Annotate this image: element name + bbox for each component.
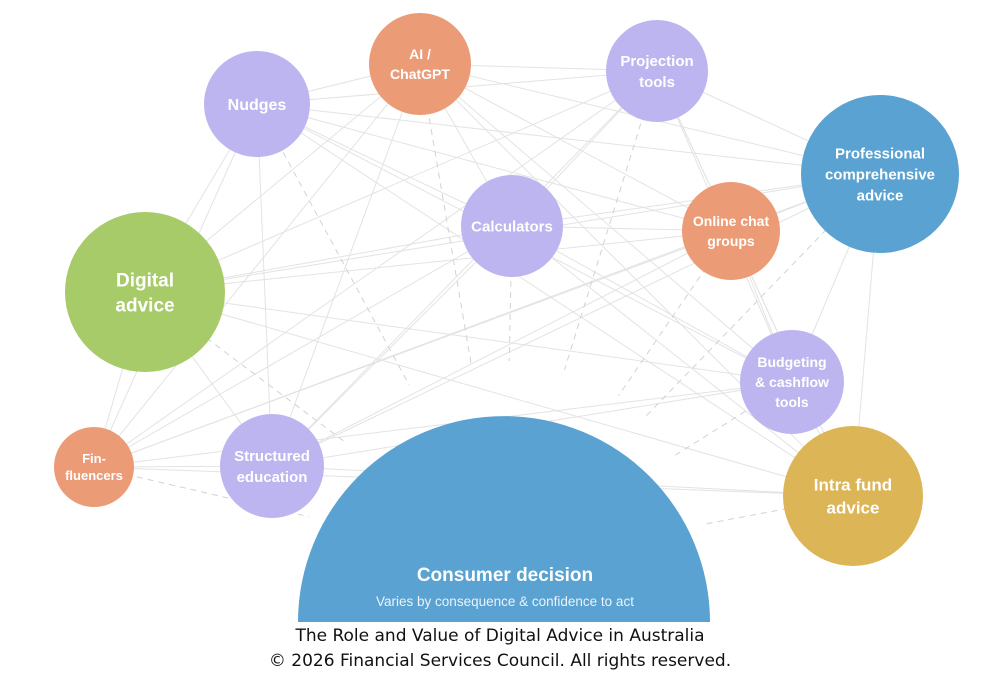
nudges-circle xyxy=(204,51,310,157)
intra-fund-advice-circle xyxy=(783,426,923,566)
intra-fund-advice-label-line-2: advice xyxy=(827,499,880,518)
connector-line-40 xyxy=(511,225,854,497)
node-nudges: Nudges xyxy=(204,51,310,157)
node-ai-chatgpt: AI / ChatGPT xyxy=(369,13,471,115)
consumer-decision-subtitle: Varies by consequence & confidence to ac… xyxy=(376,594,634,609)
professional-comprehensive-advice-circle xyxy=(801,95,959,253)
digital-advice-circle xyxy=(65,212,225,372)
connector-line-49 xyxy=(144,291,854,497)
connector-line-23 xyxy=(144,70,658,293)
footer-title: The Role and Value of Digital Advice in … xyxy=(295,626,705,646)
connector-line-16 xyxy=(419,63,793,383)
node-online-chat-groups: Online chat groups xyxy=(682,182,780,280)
ai-chatgpt-label-line-1: AI / xyxy=(409,46,431,62)
fin-fluencers-label-line-1: Fin- xyxy=(82,451,106,466)
consumer-decision-title: Consumer decision xyxy=(417,565,593,586)
connector-line-9 xyxy=(256,103,273,467)
ai-chatgpt-label-line-2: ChatGPT xyxy=(390,66,450,82)
projection-tools-label-line-2: tools xyxy=(639,74,675,91)
node-calculators: Calculators xyxy=(461,175,563,277)
node-professional-comprehensive-advice: Professional comprehensive advice xyxy=(801,95,959,253)
nudges-label-line-1: Nudges xyxy=(228,97,287,114)
node-budgeting-cashflow-tools: Budgeting & cashflow tools xyxy=(740,330,844,434)
professional-comprehensive-advice-label-line-1: Professional xyxy=(835,145,925,162)
consumer-decision-semicircle xyxy=(298,416,710,622)
structured-education-circle xyxy=(220,414,324,518)
structured-education-label-line-2: education xyxy=(237,469,308,486)
digital-advice-label-line-1: Digital xyxy=(116,270,174,291)
hub-spoke-projection-tools xyxy=(563,70,658,371)
ai-chatgpt-circle xyxy=(369,13,471,115)
consumer-decision-hub: Consumer decision Varies by consequence … xyxy=(298,416,710,622)
online-chat-groups-circle xyxy=(682,182,780,280)
connector-line-10 xyxy=(256,103,854,497)
connector-line-41 xyxy=(144,230,732,293)
professional-comprehensive-advice-label-line-2: comprehensive xyxy=(825,166,935,183)
projection-tools-circle xyxy=(606,20,708,122)
connector-line-17 xyxy=(93,63,421,468)
connector-line-39 xyxy=(271,225,513,467)
professional-comprehensive-advice-label-line-3: advice xyxy=(857,187,904,204)
hub-spoke-ai-chatgpt xyxy=(419,63,472,364)
node-intra-fund-advice: Intra fund advice xyxy=(783,426,923,566)
connector-line-50 xyxy=(93,381,793,468)
online-chat-groups-label-line-1: Online chat xyxy=(693,213,770,229)
footer-copyright: © 2026 Financial Services Council. All r… xyxy=(268,651,732,671)
structured-education-label-line-1: Structured xyxy=(234,448,310,465)
connector-line-38 xyxy=(93,225,513,468)
hub-spoke-nudges xyxy=(256,103,410,386)
digital-advice-label-line-2: advice xyxy=(115,295,174,316)
node-structured-education: Structured education xyxy=(220,414,324,518)
connector-line-37 xyxy=(511,225,793,383)
connector-line-44 xyxy=(271,230,732,467)
calculators-circle xyxy=(461,175,563,277)
hub-spoke-digital-advice xyxy=(144,291,345,442)
budgeting-cashflow-tools-label-line-3: tools xyxy=(775,394,809,410)
connector-line-3 xyxy=(256,103,881,175)
calculators-label-line-1: Calculators xyxy=(471,218,553,235)
connector-line-5 xyxy=(256,103,732,232)
connector-line-25 xyxy=(93,70,658,468)
online-chat-groups-label-line-2: groups xyxy=(707,233,755,249)
connector-line-14 xyxy=(419,63,732,232)
node-digital-advice: Digital advice xyxy=(65,212,225,372)
fin-fluencers-label-line-2: fluencers xyxy=(65,468,123,483)
node-fin-fluencers: Fin-fluencers xyxy=(54,427,134,507)
connector-line-18 xyxy=(271,63,421,467)
budgeting-cashflow-tools-circle xyxy=(740,330,844,434)
node-projection-tools: Projection tools xyxy=(606,20,708,122)
intra-fund-advice-label-line-1: Intra fund xyxy=(814,476,892,495)
budgeting-cashflow-tools-label-line-1: Budgeting xyxy=(757,354,826,370)
projection-tools-label-line-1: Projection xyxy=(620,53,693,70)
connector-line-43 xyxy=(93,230,732,468)
budgeting-cashflow-tools-label-line-2: & cashflow xyxy=(755,374,829,390)
fin-fluencers-circle xyxy=(54,427,134,507)
connector-line-46 xyxy=(144,291,793,383)
connector-line-26 xyxy=(271,70,658,467)
